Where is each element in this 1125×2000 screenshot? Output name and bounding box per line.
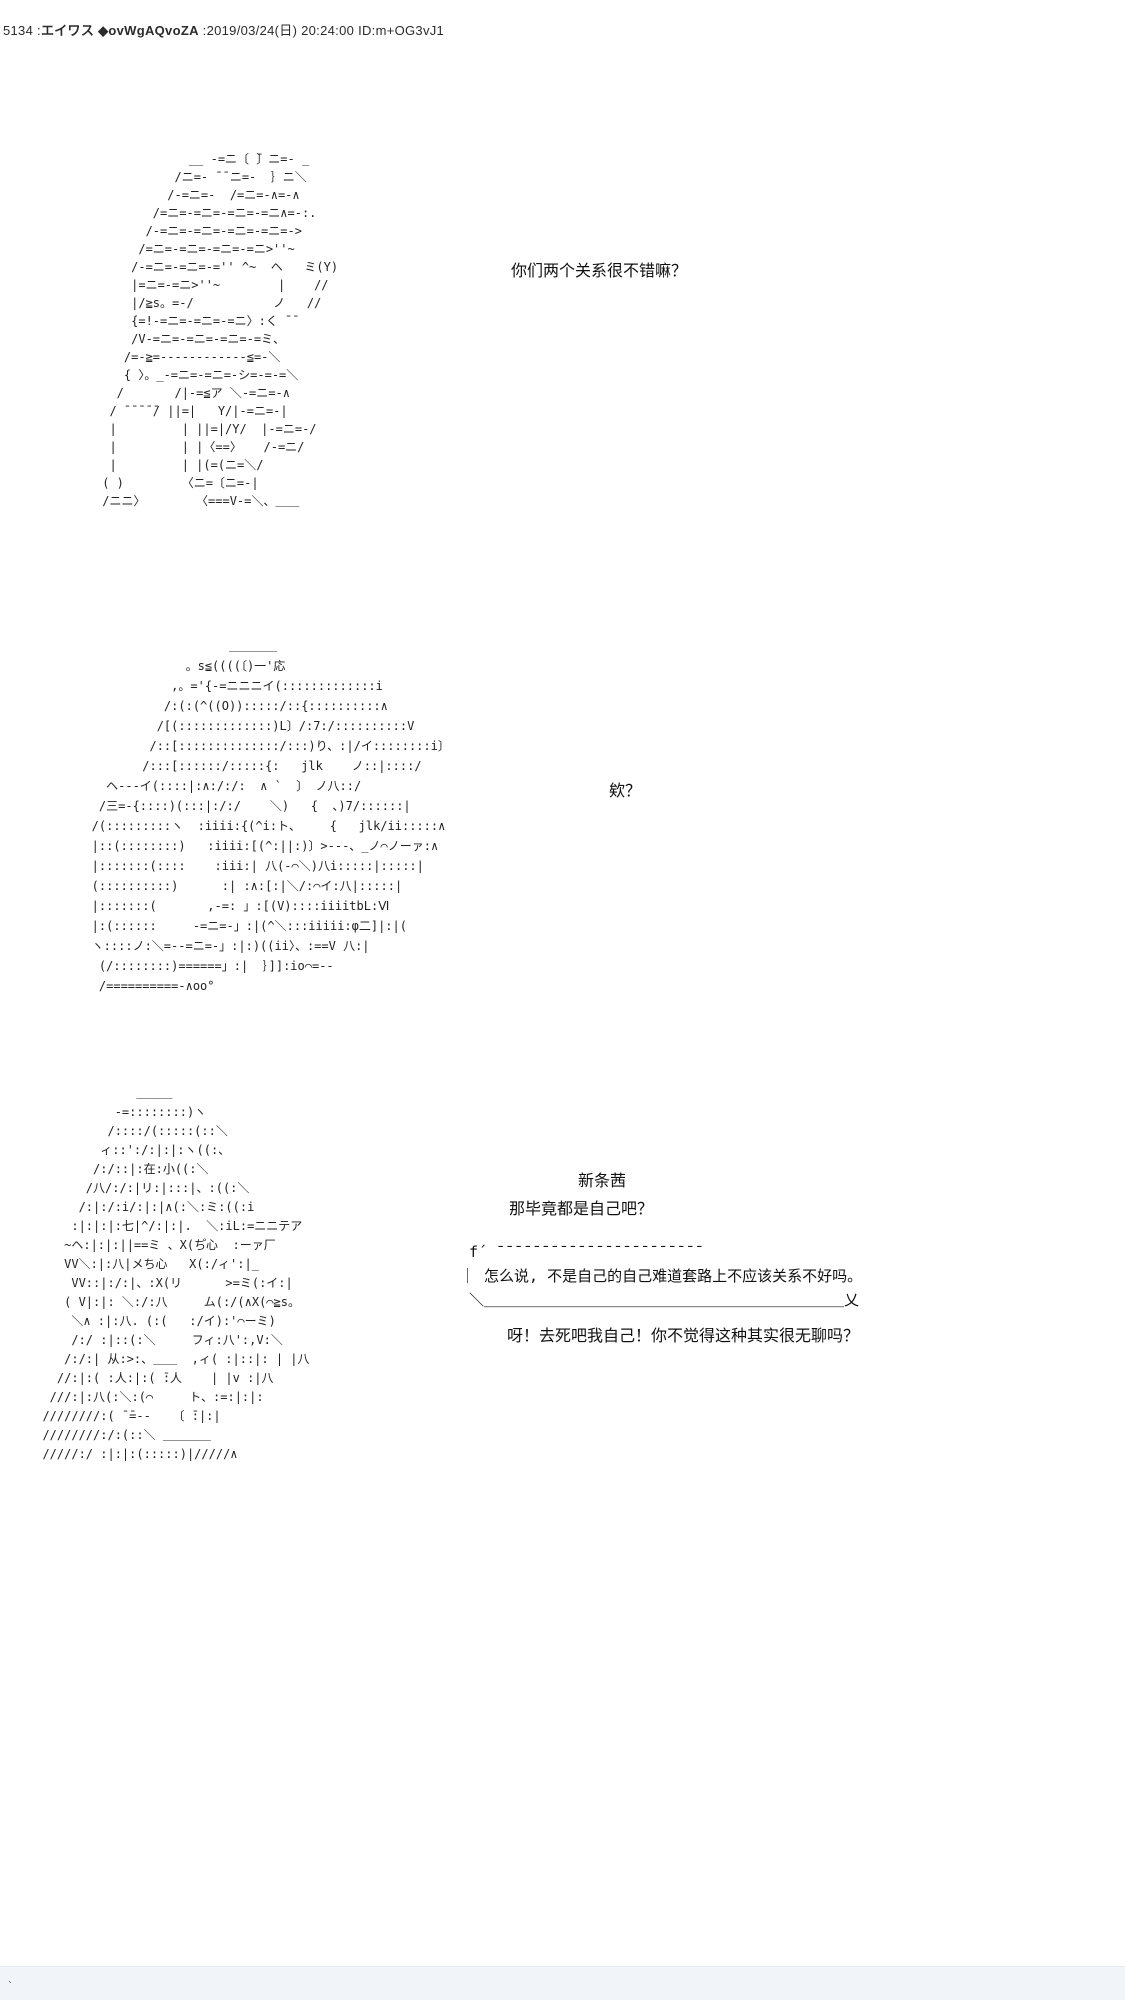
dialogue-line-4: 呀！去死吧我自己！你不觉得这种其实很无聊吗？ bbox=[507, 1328, 860, 1345]
speech-bubble: f´ ̄ ̄ ̄ ̄ ̄ ̄ ̄ ̄ ̄ ̄ ̄ ̄ ̄ ̄ ̄ ̄ ̄ ̄ ̄… bbox=[460, 1243, 863, 1309]
poster-name: エイワス bbox=[40, 23, 95, 38]
speaker-name: 新条茜 bbox=[578, 1173, 627, 1190]
footer-mark: ` bbox=[8, 1979, 12, 1993]
ascii-art-character-3: ＿＿＿ -=::::::::)ヽ /::::/(:::::(::＼ ィ::':/… bbox=[42, 1086, 310, 1461]
ascii-art-character-2: ＿＿＿＿ 。s≦((((〔)一'応 ,。='{-=ニニニイ(::::::::::… bbox=[91, 639, 450, 993]
dialogue-line-3: 那毕竟都是自己吧？ bbox=[509, 1201, 654, 1218]
post-header: 5134 :エイワス ◆ovWgAQvoZA :2019/03/24(日) 20… bbox=[3, 20, 444, 39]
tripcode: ◆ovWgAQvoZA bbox=[98, 23, 199, 38]
poster-id: ID:m+OG3vJ1 bbox=[358, 23, 445, 38]
post-number: 5134 bbox=[3, 23, 34, 38]
header-separator-2: : bbox=[198, 23, 207, 38]
dialogue-line-1: 你们两个关系很不错嘛？ bbox=[511, 263, 688, 280]
dialogue-line-2: 欸？ bbox=[609, 783, 642, 800]
footer-strip: ` bbox=[0, 1966, 1125, 2000]
header-separator-1: : bbox=[33, 23, 41, 38]
ascii-art-character-1: __ -=ニ〔 ̄〕ニ=- _ /ニ=- ̄ ̄ ニ=- ｝ニ＼ /-=ニ=- … bbox=[102, 152, 339, 508]
post-datetime: 2019/03/24(日) 20:24:00 bbox=[206, 23, 355, 38]
